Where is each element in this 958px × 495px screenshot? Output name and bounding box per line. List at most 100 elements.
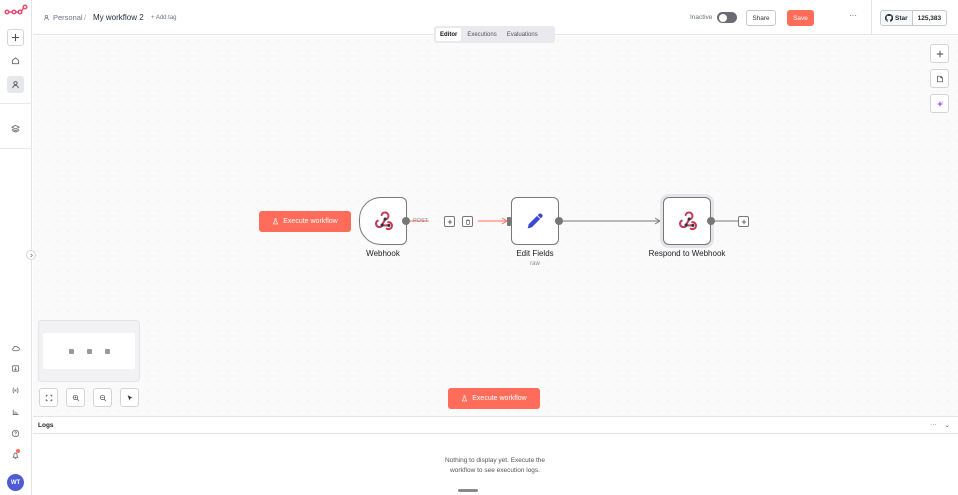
github-star: Star	[881, 11, 913, 25]
github-star-count: 125,383	[917, 14, 942, 22]
logs-more-button[interactable]: ···	[930, 421, 937, 428]
more-options-button[interactable]: ···	[849, 11, 857, 20]
plus-icon	[936, 50, 943, 57]
active-toggle[interactable]	[717, 12, 737, 23]
input-handle[interactable]	[660, 217, 664, 226]
node-subtitle-edit-fields: raw	[530, 261, 540, 267]
execute-workflow-label: Execute workflow	[283, 218, 338, 225]
plus-icon	[11, 33, 20, 42]
bar-chart-icon	[12, 409, 19, 416]
sidebar-item-templates[interactable]	[7, 120, 24, 137]
sticky-note-button[interactable]	[930, 69, 949, 88]
flask-icon	[273, 218, 279, 225]
panel-resize-handle[interactable]	[458, 489, 478, 492]
output-handle[interactable]	[555, 217, 563, 225]
logs-empty-line: workflow to see execution logs.	[450, 467, 540, 474]
sidebar-item-personal[interactable]	[7, 76, 24, 93]
variables-icon	[12, 387, 19, 394]
sidebar-item-admin[interactable]	[7, 360, 24, 377]
cloud-icon	[12, 345, 20, 352]
zoom-in-icon	[72, 394, 79, 401]
avatar[interactable]: WT	[7, 474, 24, 491]
node-respond-to-webhook[interactable]	[663, 197, 711, 245]
node-label-edit-fields: Edit Fields	[516, 249, 554, 258]
fit-view-icon	[45, 394, 52, 401]
logs-empty-line: Nothing to display yet. Execute the	[444, 457, 546, 464]
plus-icon	[447, 219, 452, 224]
sidebar-item-cloud[interactable]	[7, 340, 24, 357]
sidebar-item-notifications[interactable]	[7, 447, 24, 464]
layers-icon	[11, 124, 20, 133]
sidebar-divider	[0, 148, 32, 149]
chevron-down-icon[interactable]: ⌄	[944, 422, 950, 429]
node-label-webhook: Webhook	[366, 249, 400, 258]
tab-evaluations[interactable]: Evaluations	[506, 31, 538, 38]
output-handle[interactable]	[707, 217, 715, 225]
help-icon	[11, 429, 20, 438]
plus-icon	[741, 219, 746, 224]
canvas-minimap[interactable]	[38, 320, 140, 382]
ai-assistant-button[interactable]	[930, 94, 949, 113]
execute-workflow-button-node[interactable]: Execute workflow	[259, 211, 351, 232]
tab-executions[interactable]: Executions	[467, 31, 497, 38]
minimap-node	[104, 348, 110, 354]
breadcrumb-separator: /	[84, 13, 87, 22]
workflow-name[interactable]: My workflow 2	[93, 13, 144, 22]
fit-view-button[interactable]	[39, 388, 58, 407]
sidebar-item-insights[interactable]	[7, 403, 24, 420]
tab-editor[interactable]: Editor	[436, 28, 462, 41]
pencil-icon	[527, 213, 543, 229]
github-star-label: Star	[895, 14, 908, 22]
pointer-mode-button[interactable]	[120, 388, 139, 407]
bell-icon	[12, 452, 19, 460]
save-button[interactable]: Save	[787, 10, 814, 26]
zoom-out-button[interactable]	[93, 388, 112, 407]
breadcrumb-project[interactable]: Personal	[43, 13, 83, 22]
n8n-logo-icon[interactable]	[4, 3, 28, 17]
add-button[interactable]	[7, 29, 24, 46]
logs-empty-message: Nothing to display yet. Execute the work…	[405, 456, 585, 476]
workflow-canvas[interactable]	[33, 36, 958, 416]
sidebar-collapse-button[interactable]	[26, 250, 36, 260]
execute-workflow-button[interactable]: Execute workflow	[448, 388, 540, 409]
user-icon	[43, 14, 50, 21]
logs-actions: ··· ⌄	[930, 421, 950, 429]
user-icon	[12, 81, 19, 89]
minimap-node	[86, 348, 92, 354]
output-handle[interactable]	[402, 217, 410, 225]
trash-icon	[465, 219, 470, 225]
execute-workflow-label: Execute workflow	[472, 395, 527, 402]
chevron-right-icon	[29, 253, 33, 257]
add-next-node-button[interactable]	[738, 216, 749, 227]
share-button[interactable]: Share	[746, 10, 776, 26]
cursor-icon	[127, 394, 132, 401]
sidebar-item-variables[interactable]	[7, 382, 24, 399]
connection-label: POST	[413, 218, 428, 224]
github-icon	[885, 14, 893, 22]
input-handle[interactable]	[507, 217, 511, 226]
cloud-download-icon	[11, 365, 20, 372]
logs-title: Logs	[38, 422, 54, 429]
view-tabs: Editor Executions Evaluations	[434, 26, 555, 43]
sidebar-item-overview[interactable]	[7, 52, 24, 69]
node-label-respond-to-webhook: Respond to Webhook	[648, 249, 726, 258]
header-divider	[871, 0, 872, 35]
zoom-in-button[interactable]	[66, 388, 85, 407]
minimap-node	[68, 348, 74, 354]
sidebar-divider	[0, 103, 32, 104]
left-sidebar: WT	[0, 0, 36, 495]
sidebar-item-help[interactable]	[7, 425, 24, 442]
add-node-button[interactable]	[930, 44, 949, 63]
logs-panel-header[interactable]: Logs ··· ⌄	[33, 416, 958, 434]
webhook-icon	[679, 211, 697, 231]
connection-add-button[interactable]	[444, 216, 455, 227]
workflow-status-label: Inactive	[690, 14, 713, 21]
add-tag-button[interactable]: + Add tag	[151, 15, 177, 21]
home-icon	[11, 57, 20, 65]
node-edit-fields[interactable]	[511, 197, 559, 245]
github-star-button[interactable]: Star 125,383	[880, 10, 948, 26]
node-webhook[interactable]	[359, 197, 407, 245]
connection-delete-button[interactable]	[462, 216, 473, 227]
minimap-viewport	[43, 333, 135, 369]
note-icon	[936, 75, 943, 82]
